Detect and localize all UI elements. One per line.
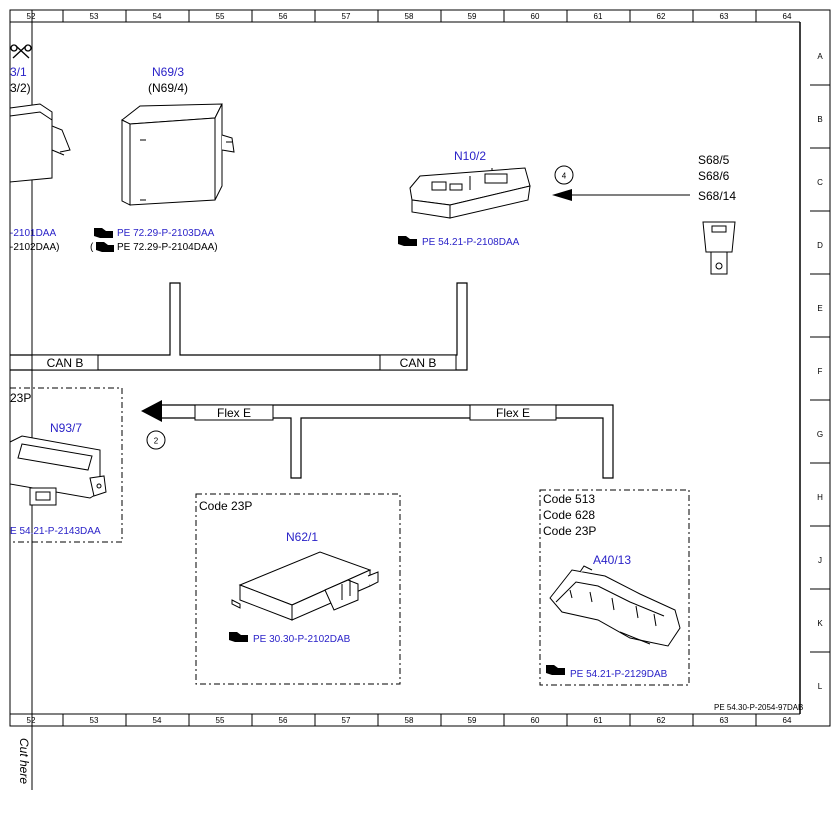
s68-line2: S68/6 bbox=[698, 169, 730, 183]
grid-row-label: H bbox=[817, 493, 823, 502]
n69-title: N69/3 bbox=[152, 65, 184, 79]
grid-row-label: B bbox=[817, 115, 822, 124]
flex-e-label-left: Flex E bbox=[217, 406, 251, 420]
n10-module-icon bbox=[409, 167, 531, 219]
hand-pointer-icon bbox=[546, 665, 565, 675]
grid-row-label: J bbox=[818, 556, 822, 565]
grid-column-label: 58 bbox=[405, 716, 414, 725]
grid-column-label: 52 bbox=[27, 12, 36, 21]
can-b-label-box bbox=[31, 354, 99, 371]
a40-code2: Code 628 bbox=[543, 508, 595, 522]
grid-column-label: 61 bbox=[594, 716, 603, 725]
arrow-left-icon bbox=[141, 400, 162, 422]
grid-column-label: 54 bbox=[153, 12, 162, 21]
grid-row-label: D bbox=[817, 241, 823, 250]
grid-column-label: 62 bbox=[657, 716, 666, 725]
grid-column-label: 53 bbox=[90, 716, 99, 725]
s68-line1: S68/5 bbox=[698, 153, 730, 167]
a40-code3: Code 23P bbox=[543, 524, 596, 538]
grid-column-label: 60 bbox=[531, 716, 540, 725]
can-b-label-right: CAN B bbox=[400, 356, 437, 370]
hand-pointer-icon bbox=[229, 632, 248, 642]
grid-column-label: 56 bbox=[279, 12, 288, 21]
n62-ref: PE 30.30-P-2102DAB bbox=[253, 634, 351, 645]
partial-left-ref2: -2102DAA) bbox=[10, 242, 59, 253]
grid-column-label: 57 bbox=[342, 716, 351, 725]
grid-column-label: 64 bbox=[783, 716, 792, 725]
marker-2-label: 2 bbox=[154, 437, 159, 446]
n93-title: N93/7 bbox=[50, 421, 82, 435]
document-code: PE 54.30-P-2054-97DAB bbox=[714, 703, 803, 712]
grid-column-label: 61 bbox=[594, 12, 603, 21]
n62-module-icon bbox=[231, 551, 379, 621]
hand-pointer-icon bbox=[398, 236, 417, 246]
n62-title: N62/1 bbox=[286, 530, 318, 544]
n62-code: Code 23P bbox=[199, 499, 252, 513]
grid-row-label: C bbox=[817, 178, 823, 187]
n93-module-icon bbox=[9, 435, 107, 506]
grid-column-label: 53 bbox=[90, 12, 99, 21]
grid-row-label: F bbox=[818, 367, 823, 376]
n69-ref1: PE 72.29-P-2103DAA bbox=[117, 228, 215, 239]
hand-pointer-icon bbox=[94, 228, 113, 238]
grid-column-ticks bbox=[62, 10, 757, 726]
grid-column-label: 62 bbox=[657, 12, 666, 21]
a40-code1: Code 513 bbox=[543, 492, 595, 506]
n69-ref2-open: ( bbox=[90, 242, 94, 253]
partial-left-alt: 3/2) bbox=[10, 81, 31, 95]
scissors-icon bbox=[10, 44, 32, 59]
partial-left-title: 3/1 bbox=[10, 65, 27, 79]
n69-module-icon bbox=[121, 103, 235, 206]
flex-e-bus bbox=[160, 404, 614, 479]
grid-row-ticks bbox=[810, 84, 830, 653]
flex-e-label-box bbox=[469, 404, 557, 421]
n69-alt: (N69/4) bbox=[148, 81, 188, 95]
arrow-left-icon bbox=[552, 189, 572, 201]
grid-row-label: E bbox=[817, 304, 822, 313]
n93-ref: E 54.21-P-2143DAA bbox=[10, 526, 101, 537]
n69-ref2: PE 72.29-P-2104DAA) bbox=[117, 242, 218, 253]
grid-column-label: 58 bbox=[405, 12, 414, 21]
grid-row-label: K bbox=[817, 619, 823, 628]
a40-title: A40/13 bbox=[593, 553, 631, 567]
grid-row-label: G bbox=[817, 430, 823, 439]
marker-2 bbox=[146, 430, 166, 450]
partial-left-ref1: -2101DAA bbox=[10, 228, 56, 239]
a40-optional-box bbox=[539, 489, 690, 686]
a40-ref: PE 54.21-P-2129DAB bbox=[570, 669, 668, 680]
a40-module-icon bbox=[549, 565, 681, 647]
s68-line3: S68/14 bbox=[698, 189, 736, 203]
grid-column-label: 59 bbox=[468, 12, 477, 21]
grid-column-label: 54 bbox=[153, 716, 162, 725]
seat-belt-buckle-icon bbox=[702, 221, 736, 275]
grid-column-label: 57 bbox=[342, 12, 351, 21]
grid-row-label: L bbox=[818, 682, 823, 691]
n10-title: N10/2 bbox=[454, 149, 486, 163]
grid-column-label: 55 bbox=[216, 716, 225, 725]
grid-column-label: 64 bbox=[783, 12, 792, 21]
can-b-label-left: CAN B bbox=[47, 356, 84, 370]
marker-4-label: 4 bbox=[562, 172, 567, 181]
grid-column-label: 55 bbox=[216, 12, 225, 21]
grid-column-label: 63 bbox=[720, 12, 729, 21]
grid-column-label: 63 bbox=[720, 716, 729, 725]
grid-column-label: 56 bbox=[279, 716, 288, 725]
can-b-bus bbox=[10, 282, 468, 371]
grid-row-label: A bbox=[817, 52, 823, 61]
partial-left-module-icon bbox=[9, 103, 71, 183]
n93-code: 23P bbox=[10, 391, 31, 405]
grid-column-label: 60 bbox=[531, 12, 540, 21]
marker-4 bbox=[554, 165, 574, 185]
flex-e-label-right: Flex E bbox=[496, 406, 530, 420]
grid-column-label: 52 bbox=[27, 716, 36, 725]
cut-here-label: Cut here bbox=[17, 738, 31, 784]
n10-ref: PE 54.21-P-2108DAA bbox=[422, 237, 520, 248]
hand-pointer-icon bbox=[96, 242, 114, 252]
n62-optional-box bbox=[195, 493, 401, 685]
can-b-label-box bbox=[379, 354, 457, 371]
flex-e-label-box bbox=[194, 404, 274, 421]
n93-optional-box bbox=[9, 387, 123, 543]
grid-column-label: 59 bbox=[468, 716, 477, 725]
